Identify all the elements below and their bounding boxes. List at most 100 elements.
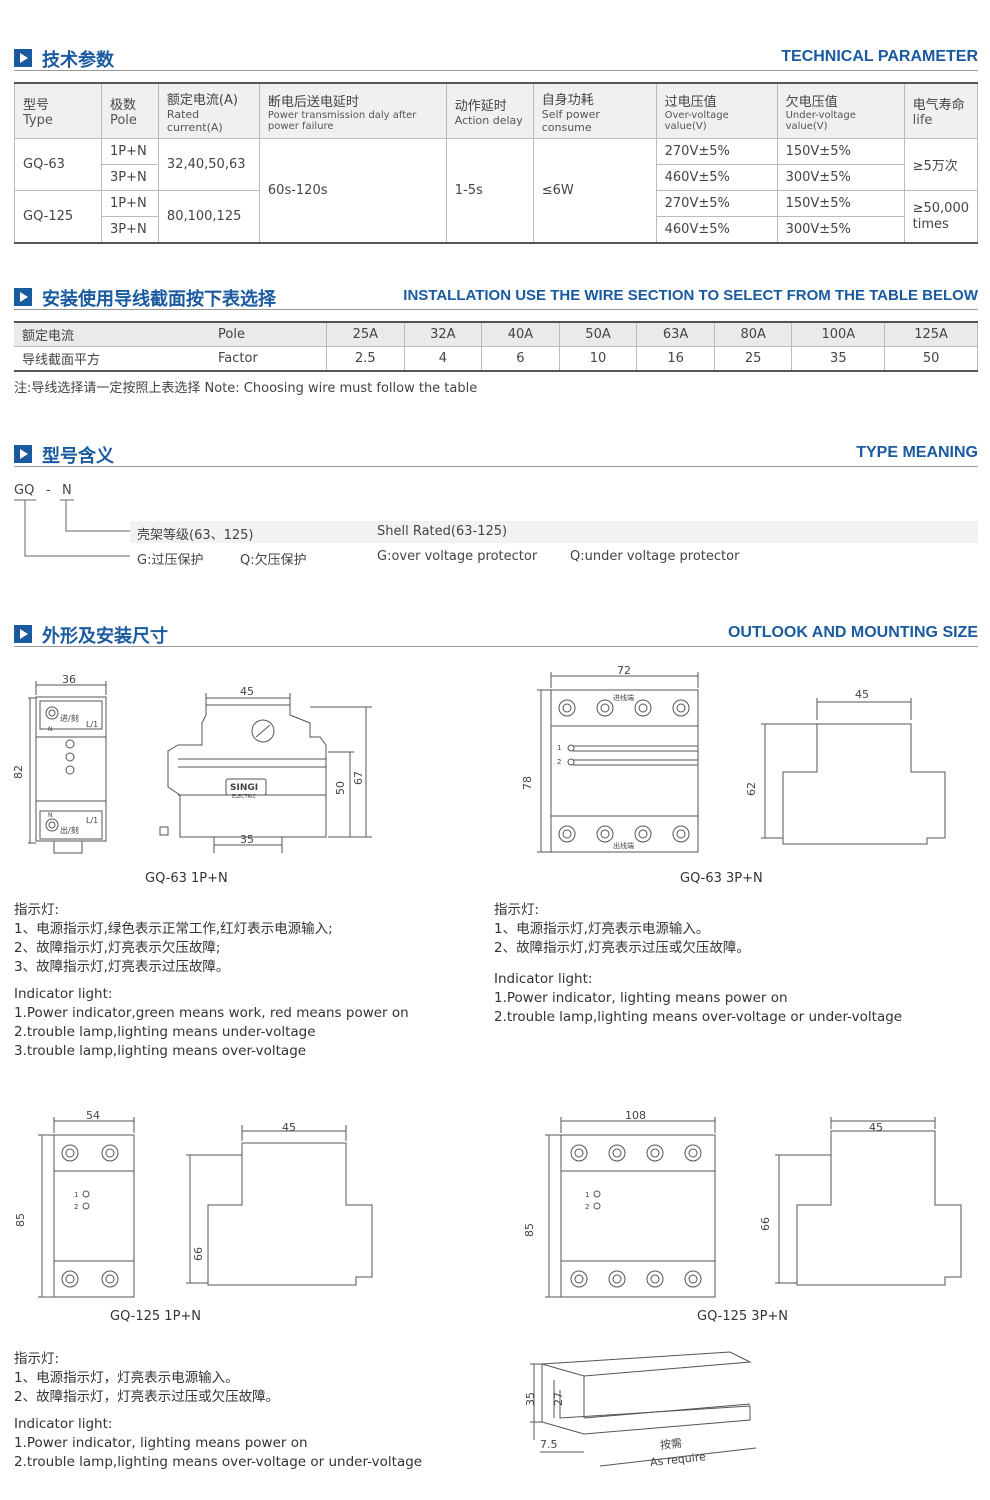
g-protector-en: G:over voltage protector (377, 549, 538, 564)
dim-width: 72 (617, 664, 631, 677)
led-label-2: 2 (74, 1203, 78, 1211)
led-label-1: 1 (557, 744, 561, 752)
row-label-en: Pole (210, 321, 327, 347)
section-header-outlook: 外形及安装尺寸 OUTLOOK AND MOUNTING SIZE (14, 620, 978, 647)
pole-cell: 1P+N (100, 138, 159, 165)
indicator-item: 1、电源指示灯，灯亮表示电源输入。 (14, 1370, 239, 1386)
section-title-cn: 安装使用导线截面按下表选择 (42, 289, 276, 310)
led-label-2: 2 (557, 758, 561, 766)
dim-depth: 45 (855, 688, 869, 701)
indicator-item: 2、故障指示灯，灯亮表示过压或欠压故障。 (14, 1389, 280, 1405)
rail-dim-7-5: 7.5 (540, 1438, 558, 1451)
shell-rated-en: Shell Rated(63-125) (377, 524, 508, 539)
type-code-dash: - (46, 483, 51, 498)
action-cell: 1-5s (445, 138, 534, 244)
table-cell: 50A (558, 321, 638, 347)
play-icon (14, 625, 32, 643)
brand-logo: SINGI (230, 783, 258, 793)
table-row: GQ-125 1P+N 80,100,125 270V±5% 150V±5% ≥… (14, 190, 979, 244)
under-cell: 150V±5% (776, 190, 905, 217)
section-title-cn: 技术参数 (42, 50, 114, 71)
indicator-title-cn: 指示灯: (14, 902, 60, 918)
led-label-2: 2 (585, 1203, 589, 1211)
indicator-title-en: Indicator light: (494, 971, 593, 987)
table-cell: 10 (558, 346, 638, 372)
table-cell: 2.5 (326, 346, 405, 372)
section-header-wire: 安装使用导线截面按下表选择 INSTALLATION USE THE WIRE … (14, 283, 978, 310)
table-cell: 32A (403, 321, 483, 347)
drawing-din-rail: 35 27 7.5 按需 As require (524, 1351, 757, 1469)
led-label-1: 1 (74, 1191, 78, 1199)
indicator-item: 1.Power indicator,green means work, red … (14, 1005, 409, 1021)
dim-base-width: 35 (240, 833, 254, 846)
caption-gq63-1p: GQ-63 1P+N (145, 871, 228, 886)
indicator-title-cn: 指示灯: (494, 902, 540, 918)
table-cell: 25A (326, 321, 405, 347)
dim-width: 36 (62, 673, 76, 686)
row-label: 额定电流 (14, 321, 210, 347)
caption-gq125-1p: GQ-125 1P+N (110, 1309, 202, 1324)
indicator-item: 1、电源指示灯,绿色表示正常工作,红灯表示电源输入; (14, 921, 333, 937)
section-header-type: 型号含义 TYPE MEANING (14, 440, 978, 467)
life-cell: ≥5万次 (903, 138, 979, 191)
play-icon (14, 288, 32, 306)
power-cell: ≤6W (532, 138, 657, 244)
row-label-en: Factor (210, 346, 327, 372)
brand-sub: ELECTRIC (232, 794, 257, 800)
g-protector-cn: G:过压保护 (137, 553, 204, 568)
drawing-gq125-3p: 108 85 45 66 1 2 (523, 1109, 962, 1298)
table-row: 3P+N 460V±5% 300V±5% (15, 216, 978, 244)
under-cell: 150V±5% (776, 138, 905, 165)
indicator-item: 2.trouble lamp,lighting means under-volt… (14, 1024, 316, 1040)
indicator-item: 2、故障指示灯,灯亮表示过压或欠压故障。 (494, 940, 750, 956)
dim-width: 108 (625, 1109, 646, 1122)
section-title-en: TYPE MEANING (856, 444, 978, 461)
indicator-block-gq63-1p: 指示灯: 1、电源指示灯,绿色表示正常工作,红灯表示电源输入; 2、故障指示灯,… (14, 901, 409, 1061)
indicator-block-gq125: 指示灯: 1、电源指示灯，灯亮表示电源输入。 2、故障指示灯，灯亮表示过压或欠压… (14, 1350, 422, 1472)
shell-rated-cn: 壳架等级(63、125) (137, 528, 254, 543)
drawing-gq63-1p: 36 82 45 50 67 35 进/刻 L/1 N 出/刻 L/1 N SI… (12, 673, 372, 854)
caption-gq125-3p: GQ-125 3P+N (697, 1309, 789, 1324)
current-cell: 80,100,125 (157, 190, 260, 244)
section-title-cn: 外形及安装尺寸 (42, 626, 168, 647)
drawing-gq63-3p: 72 78 45 62 进线端 出线端 1 2 (521, 664, 946, 853)
type-cell: GQ-125 (14, 190, 102, 244)
label-in: 进/刻 (60, 713, 79, 723)
indicator-item: 2.trouble lamp,lighting means over-volta… (494, 1009, 903, 1025)
table-cell: 80A (713, 321, 793, 347)
section-title-cn: 型号含义 (42, 446, 114, 467)
section-title-en: TECHNICAL PARAMETER (781, 48, 978, 65)
dim-side-height: 62 (745, 782, 758, 796)
section-header-tech: 技术参数 TECHNICAL PARAMETER (14, 44, 978, 71)
label-n: N (48, 812, 53, 819)
indicator-item: 3.trouble lamp,lighting means over-volta… (14, 1043, 307, 1059)
indicator-block-gq63-3p: 指示灯: 1、电源指示灯,灯亮表示电源输入。 2、故障指示灯,灯亮表示过压或欠压… (494, 901, 902, 1027)
type-cell: GQ-63 (14, 138, 102, 191)
table-cell: 125A (884, 321, 978, 347)
table-cell: 63A (636, 321, 715, 347)
over-cell: 270V±5% (655, 138, 778, 165)
wire-note: 注:导线选择请一定按照上表选择 Note: Choosing wire must… (14, 381, 478, 396)
led-label-1: 1 (585, 1191, 589, 1199)
table-cell: 16 (636, 346, 715, 372)
indicator-item: 1.Power indicator, lighting means power … (494, 990, 788, 1006)
drawing-gq125-1p: 54 85 45 66 1 2 (14, 1109, 373, 1298)
dim-side-height: 66 (192, 1247, 205, 1261)
indicator-item: 2、故障指示灯,灯亮表示欠压故障; (14, 940, 221, 956)
rail-dim-35: 35 (524, 1392, 537, 1406)
rail-length-en: As require (649, 1450, 706, 1469)
header-cell: 额定电流(A)Rated current(A) (157, 82, 260, 139)
label-in-line: 进线端 (613, 693, 634, 702)
indicator-title-en: Indicator light: (14, 986, 113, 1002)
indicator-title-cn: 指示灯: (14, 1351, 60, 1367)
shell-rated-row (130, 521, 978, 543)
dim-rail-height: 50 (334, 781, 347, 795)
pole-cell: 1P+N (100, 190, 159, 217)
